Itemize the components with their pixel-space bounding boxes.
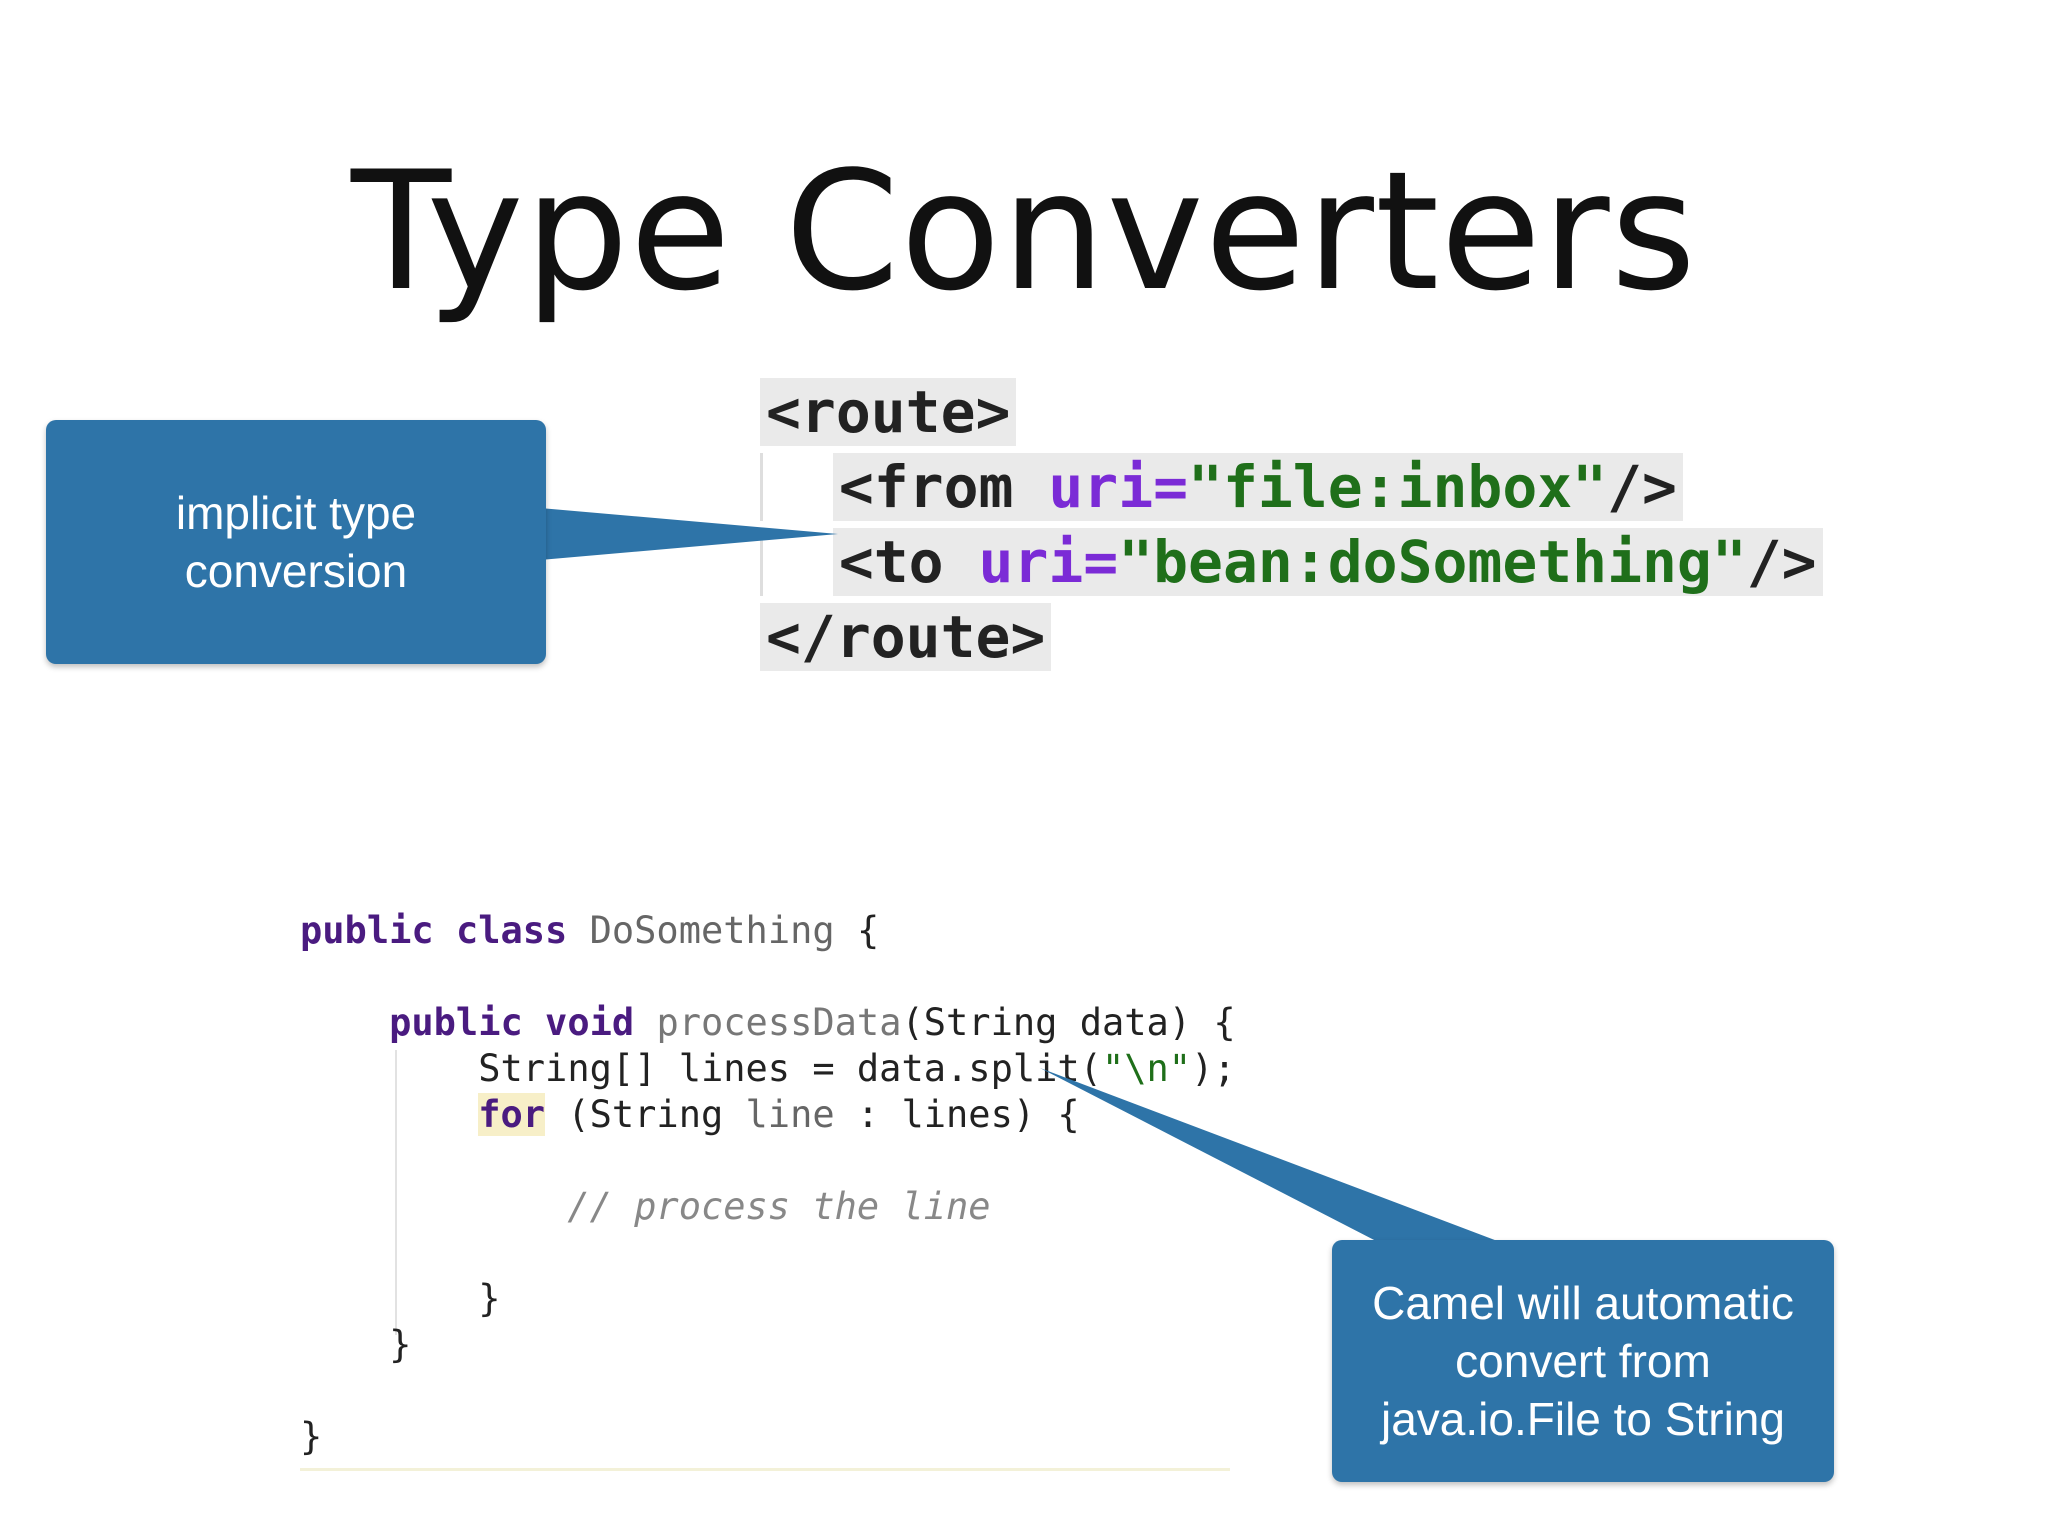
code-line: for (String line : lines) { <box>300 1092 1236 1138</box>
brace: } <box>389 1323 412 1366</box>
for-iter: : lines) { <box>834 1093 1080 1136</box>
route-close-tag: </route> <box>760 603 1052 671</box>
brace: { <box>856 909 880 952</box>
keyword-void: void <box>545 1001 635 1044</box>
indent-guide <box>395 1050 397 1335</box>
code-line: } <box>300 1322 1236 1368</box>
xml-line-3: <to uri="bean:doSomething"/> <box>760 525 1823 600</box>
code-line: public class DoSomething { <box>300 908 1236 954</box>
slide-title: Type Converters <box>350 136 1698 327</box>
xml-line-2: <from uri="file:inbox"/> <box>760 450 1823 525</box>
code-line-blank <box>300 954 1236 1000</box>
local-var: line <box>745 1093 835 1136</box>
method-name: processData <box>656 1001 902 1044</box>
from-uri-attr: uri= <box>1048 453 1189 521</box>
for-decl: (String <box>545 1093 746 1136</box>
class-name: DoSomething <box>589 909 835 952</box>
code-line: // process the line <box>300 1184 1236 1230</box>
xml-line-4: </route> <box>760 600 1823 675</box>
keyword-public: public <box>300 909 434 952</box>
keyword-class: class <box>455 909 568 952</box>
route-open-tag: <route> <box>760 378 1017 446</box>
from-uri-value: "file:inbox" <box>1188 453 1608 521</box>
from-tag-close: /> <box>1607 453 1677 521</box>
code-line-blank <box>300 1230 1236 1276</box>
method-signature: (String data) { <box>901 1001 1236 1044</box>
to-uri-value: "bean:doSomething" <box>1118 528 1747 596</box>
indent-guide <box>760 453 833 521</box>
indent-guide <box>760 528 833 596</box>
callout-implicit-conversion: implicit type conversion <box>46 420 546 664</box>
code-line: } <box>300 1414 1236 1460</box>
java-code-snippet: public class DoSomething { public void p… <box>300 908 1236 1460</box>
code-line: } <box>300 1276 1236 1322</box>
code-line-blank <box>300 1138 1236 1184</box>
callout-text: java.io.File to String <box>1381 1393 1785 1445</box>
string-literal: "\n" <box>1101 1047 1192 1090</box>
xml-line-1: <route> <box>760 375 1823 450</box>
callout-camel-convert: Camel will automatic convert from java.i… <box>1332 1240 1834 1482</box>
code-divider <box>300 1468 1230 1471</box>
keyword-public: public <box>389 1001 523 1044</box>
from-tag: <from <box>838 453 1049 521</box>
keyword-for: for <box>478 1093 546 1136</box>
brace: } <box>478 1277 501 1320</box>
brace: } <box>300 1415 323 1458</box>
callout-text: convert from <box>1455 1335 1711 1387</box>
code-line: public void processData(String data) { <box>300 1000 1236 1046</box>
code-comment: // process the line <box>567 1185 991 1228</box>
callout-text: implicit type <box>175 487 417 539</box>
to-tag: <to <box>838 528 979 596</box>
code-line: String[] lines = data.split("\n"); <box>300 1046 1236 1092</box>
to-tag-close: /> <box>1746 528 1817 596</box>
callout-text: Camel will automatic <box>1372 1277 1794 1329</box>
callout-text: conversion <box>184 545 408 597</box>
code-line-blank <box>300 1368 1236 1414</box>
split-statement: String[] lines = data.split( <box>478 1047 1102 1090</box>
xml-route-snippet: <route> <from uri="file:inbox"/> <to uri… <box>760 375 1823 675</box>
to-uri-attr: uri= <box>978 528 1119 596</box>
statement-end: ); <box>1191 1047 1236 1090</box>
